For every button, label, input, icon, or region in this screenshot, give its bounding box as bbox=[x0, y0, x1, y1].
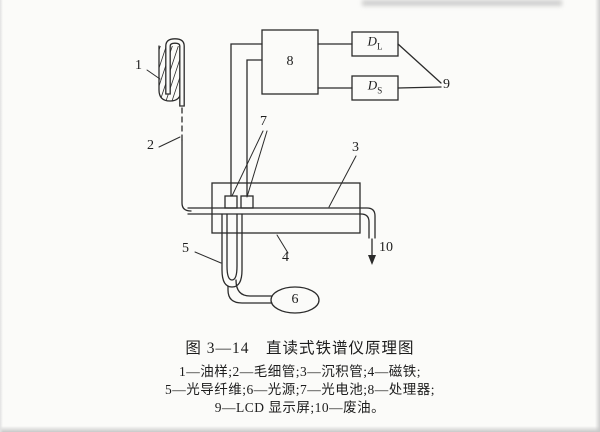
display-large-main: D bbox=[367, 33, 377, 49]
legend-line-1: 1—油样;2—毛细管;3—沉积管;4—磁铁; bbox=[178, 364, 421, 379]
sipper-tube bbox=[165, 38, 185, 107]
label-deposit-tube: 3 bbox=[352, 140, 359, 155]
light-guide-tube bbox=[221, 213, 273, 304]
photocells bbox=[224, 195, 254, 209]
oil-sample-vessel bbox=[158, 38, 185, 107]
label-fiber: 5 bbox=[182, 241, 189, 256]
display-small-label: DS bbox=[368, 79, 382, 98]
waste-oil-arrow bbox=[368, 238, 376, 265]
leader-lines bbox=[146, 69, 357, 264]
display-boxes bbox=[317, 31, 442, 101]
display-small-main: D bbox=[367, 77, 378, 93]
legend-line-3: 9—LCD 显示屏;10—废油。 bbox=[214, 400, 386, 415]
oil-hatch-pattern bbox=[159, 46, 181, 101]
label-display: 9 bbox=[443, 77, 450, 92]
capillary-solid bbox=[181, 139, 192, 212]
light-source-bulb bbox=[270, 286, 320, 314]
display-small-sub: S bbox=[377, 85, 383, 96]
processor-box bbox=[261, 29, 319, 95]
label-oil-sample: 1 bbox=[135, 58, 142, 73]
display-large-label: DL bbox=[368, 35, 383, 54]
legend-line-2: 5—光导纤维;6—光源;7—光电池;8—处理器; bbox=[164, 382, 435, 397]
label-capillary: 2 bbox=[147, 138, 154, 153]
label-light-source: 6 bbox=[291, 292, 299, 307]
label-magnet: 4 bbox=[282, 250, 289, 265]
label-photocell: 7 bbox=[260, 114, 267, 129]
display-large-sub: L bbox=[376, 41, 383, 52]
deposit-tube bbox=[187, 207, 376, 239]
magnet-block bbox=[211, 182, 361, 234]
figure-caption: 图 3—14 直读式铁谱仪原理图 bbox=[185, 340, 415, 357]
label-processor: 8 bbox=[286, 54, 294, 69]
label-waste-oil: 10 bbox=[379, 240, 393, 255]
photocell-wires bbox=[230, 43, 263, 197]
